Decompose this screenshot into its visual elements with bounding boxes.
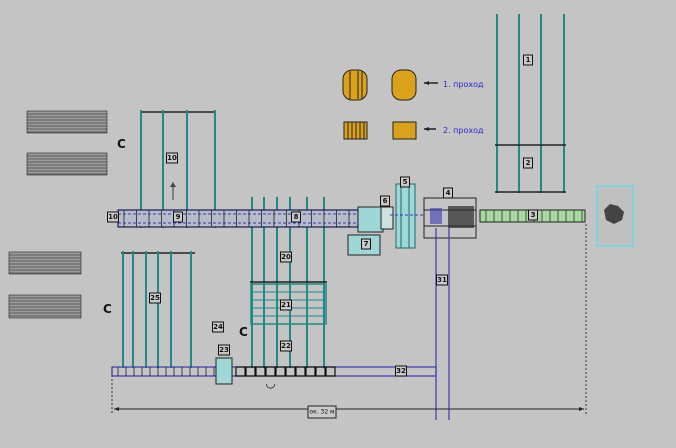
machine-6 — [380, 206, 394, 230]
machine-4 — [423, 197, 477, 239]
station-label-2: 2 — [523, 157, 533, 169]
station-label-32: 32 — [395, 365, 407, 377]
station-number: 6 — [383, 197, 388, 205]
station-label-10: 10 — [166, 152, 178, 164]
station-number: 7 — [364, 240, 369, 248]
pass1-label: 1. проход — [443, 80, 484, 89]
conveyor-31 — [435, 228, 450, 420]
pass2-label: 2. проход — [443, 126, 484, 135]
dimension-label: ок. 32 м — [309, 409, 334, 416]
transfer-10 — [140, 110, 216, 228]
legend: 1. проход 2. проход — [342, 69, 484, 140]
board-stacks — [8, 110, 108, 319]
log-infeed — [596, 185, 634, 247]
station-number: 8 — [294, 213, 299, 221]
station-label-8: 8 — [291, 211, 301, 223]
station-label-4: 4 — [443, 187, 453, 199]
station-label-9: 9 — [173, 211, 183, 223]
machine-23 — [215, 357, 233, 385]
station-number: 20 — [281, 253, 291, 261]
station-number: 23 — [219, 346, 229, 354]
station-number: 24 — [213, 323, 223, 331]
station-label-25: 25 — [149, 292, 161, 304]
station-label-22: 22 — [280, 340, 292, 352]
conveyor-1-2 — [495, 14, 566, 193]
main-conveyor-8-9 — [117, 209, 359, 228]
machine-5 — [390, 183, 425, 249]
station-label-24: 24 — [212, 321, 224, 333]
station-label-20: 20 — [280, 251, 292, 263]
board-stack — [8, 251, 82, 275]
board-stack — [26, 152, 108, 176]
board-stack — [8, 294, 82, 319]
grapple-icon: ◡ — [266, 376, 275, 390]
board-stack — [26, 110, 108, 134]
station-label-10: 10 — [107, 211, 119, 223]
station-number: 4 — [446, 189, 451, 197]
station-number: 3 — [531, 211, 536, 219]
station-label-31: 31 — [436, 274, 448, 286]
crane-icon: C — [239, 325, 248, 339]
dimension-line: ок. 32 м — [111, 224, 587, 419]
crane-icon: C — [103, 302, 112, 316]
station-number: 1 — [526, 56, 531, 64]
station-number: 9 — [176, 213, 181, 221]
transfer-25 — [121, 251, 195, 368]
station-number: 5 — [403, 178, 408, 186]
cant-icon — [392, 121, 417, 140]
cant-sawn-icon — [343, 121, 368, 140]
station-label-3: 3 — [528, 209, 538, 221]
crane-icons: C C C ◡ — [103, 137, 275, 390]
station-number: 25 — [150, 294, 160, 302]
station-number: 31 — [437, 276, 447, 284]
station-label-7: 7 — [361, 238, 371, 250]
log-icon — [391, 69, 417, 101]
station-label-5: 5 — [400, 176, 410, 188]
station-label-23: 23 — [218, 344, 230, 356]
station-label-6: 6 — [380, 195, 390, 207]
log-cut-icon — [342, 69, 368, 101]
crane-icon: C — [117, 137, 126, 151]
station-label-21: 21 — [280, 299, 292, 311]
station-number: 2 — [526, 159, 531, 167]
station-number: 10 — [167, 154, 177, 162]
station-number: 32 — [396, 367, 406, 375]
station-number: 21 — [281, 301, 291, 309]
station-number: 22 — [281, 342, 291, 350]
station-label-1: 1 — [523, 54, 533, 66]
station-number: 10 — [108, 213, 118, 221]
